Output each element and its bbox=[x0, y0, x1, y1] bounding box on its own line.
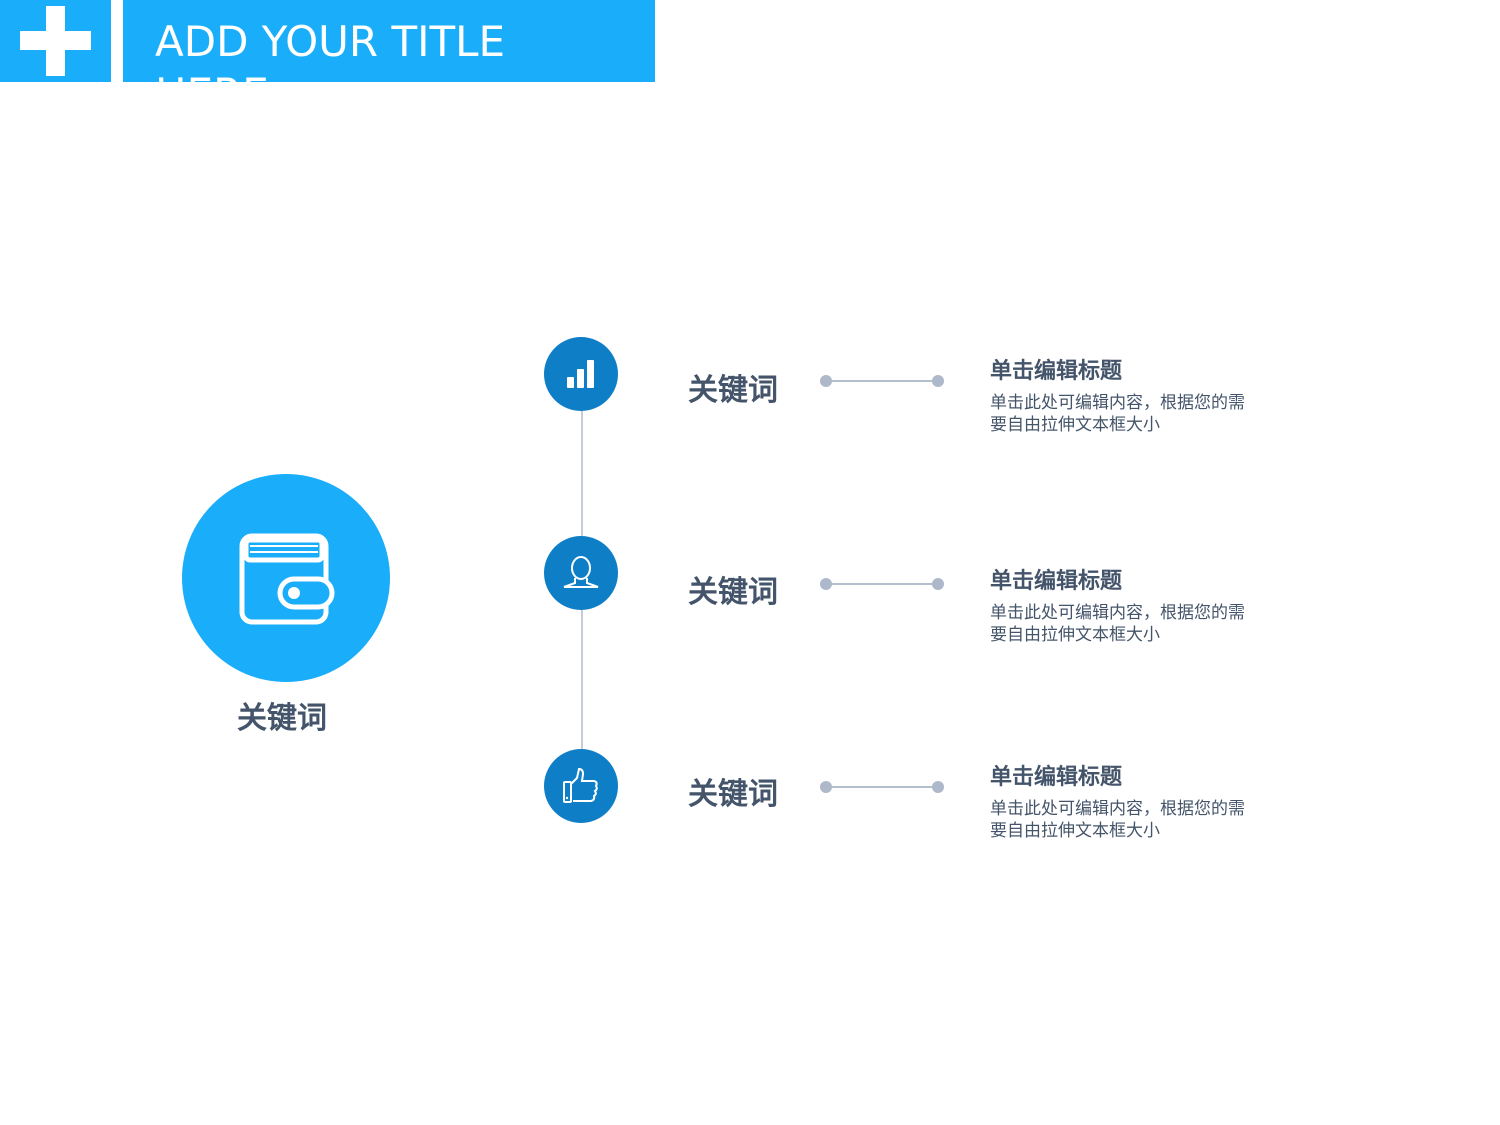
keyword-1: 关键词 bbox=[688, 373, 778, 408]
connector-dot bbox=[932, 375, 944, 387]
heading-3: 单击编辑标题 bbox=[990, 765, 1123, 790]
body-1: 单击此处可编辑内容，根据您的需要自由拉伸文本框大小 bbox=[990, 393, 1245, 435]
user-icon bbox=[563, 556, 599, 588]
bar-chart-icon bbox=[567, 360, 594, 388]
wallet-icon bbox=[239, 533, 335, 625]
page-title: ADD YOUR TITLE HERE bbox=[155, 17, 506, 82]
node-1 bbox=[544, 337, 618, 411]
center-circle bbox=[182, 474, 390, 682]
connector-dot bbox=[820, 375, 832, 387]
title-bar: ADD YOUR TITLE HERE bbox=[123, 0, 655, 82]
heading-1: 单击编辑标题 bbox=[990, 359, 1123, 384]
connector-dot bbox=[932, 781, 944, 793]
connector-dot bbox=[932, 578, 944, 590]
body-2: 单击此处可编辑内容，根据您的需要自由拉伸文本框大小 bbox=[990, 603, 1245, 645]
connector-1 bbox=[826, 380, 938, 382]
connector-3 bbox=[826, 786, 938, 788]
heading-2: 单击编辑标题 bbox=[990, 569, 1123, 594]
keyword-3: 关键词 bbox=[688, 777, 778, 812]
node-2 bbox=[544, 536, 618, 610]
center-label: 关键词 bbox=[237, 701, 327, 736]
connector-dot bbox=[820, 578, 832, 590]
plus-icon-stem bbox=[46, 6, 65, 76]
connector-2 bbox=[826, 583, 938, 585]
node-3 bbox=[544, 749, 618, 823]
connector-dot bbox=[820, 781, 832, 793]
plus-icon-box bbox=[0, 0, 111, 82]
body-3: 单击此处可编辑内容，根据您的需要自由拉伸文本框大小 bbox=[990, 799, 1245, 841]
keyword-2: 关键词 bbox=[688, 575, 778, 610]
thumbs-up-icon bbox=[563, 767, 598, 803]
